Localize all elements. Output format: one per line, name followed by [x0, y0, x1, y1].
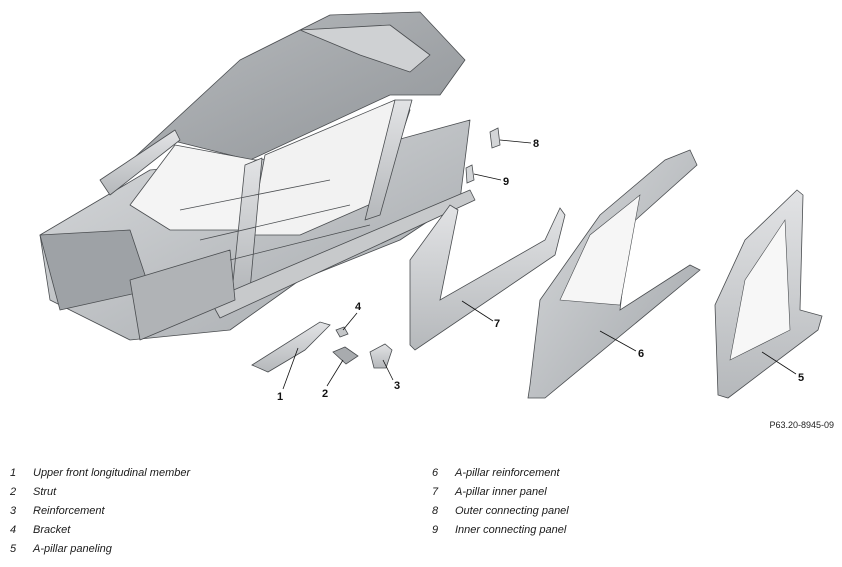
- part-bracket: [335, 326, 349, 338]
- legend-label: Outer connecting panel: [455, 505, 569, 517]
- legend-number: 7: [432, 486, 439, 498]
- c-pillar: [364, 99, 413, 221]
- legend-number: 2: [10, 486, 17, 498]
- legend-item: 7 A-pillar inner panel: [432, 483, 832, 502]
- callout-8: 8: [533, 138, 539, 150]
- a-pillar: [99, 129, 181, 196]
- part-reinforcement: [369, 343, 393, 369]
- legend-number: 3: [10, 505, 17, 517]
- legend-label: A-pillar inner panel: [455, 486, 547, 498]
- legend-number: 9: [432, 524, 439, 536]
- legend-item: 3 Reinforcement: [10, 502, 410, 521]
- legend-number: 5: [10, 543, 17, 555]
- legend-label: Strut: [33, 486, 57, 498]
- legend-item: 8 Outer connecting panel: [432, 502, 832, 521]
- part-inner-connecting-panel: [465, 164, 475, 184]
- legend-item: 4 Bracket: [10, 521, 410, 540]
- legend-item: 2 Strut: [10, 483, 410, 502]
- legend-label: A-pillar paneling: [33, 543, 112, 555]
- legend-number: 4: [10, 524, 17, 536]
- body-shell-illustration: 1 2 3 4 5 6 7 8 9: [39, 11, 823, 403]
- legend-item: 5 A-pillar paneling: [10, 540, 410, 559]
- part-outer-connecting-panel: [489, 127, 501, 149]
- figure-reference-code: P63.20-8945-09: [769, 420, 834, 430]
- callout-2: 2: [322, 388, 328, 400]
- part-a-pillar-inner-panel: [409, 204, 566, 351]
- legend-label: Reinforcement: [33, 505, 105, 517]
- rear-window-frame: [299, 24, 431, 73]
- legend-item: 6 A-pillar reinforcement: [432, 464, 832, 483]
- callout-9: 9: [503, 176, 509, 188]
- legend-number: 1: [10, 467, 17, 479]
- legend-right-column: 6 A-pillar reinforcement 7 A-pillar inner …: [432, 464, 832, 540]
- callout-3: 3: [394, 380, 400, 392]
- legend-item: 1 Upper front longitudinal member: [10, 464, 410, 483]
- legend-label: A-pillar reinforcement: [455, 467, 560, 479]
- part-strut: [332, 346, 359, 365]
- legend-label: Upper front longitudinal member: [33, 467, 191, 479]
- legend-number: 6: [432, 467, 439, 479]
- side-sill: [209, 189, 476, 319]
- side-window-front: [129, 144, 256, 231]
- callout-6: 6: [638, 348, 644, 360]
- legend-number: 8: [432, 505, 439, 517]
- leader-lines: [282, 139, 797, 390]
- callout-1: 1: [277, 391, 283, 403]
- callout-7: 7: [494, 318, 500, 330]
- legend-item: 9 Inner connecting panel: [432, 521, 832, 540]
- callout-5: 5: [798, 372, 804, 384]
- part-upper-front-longitudinal-member: [251, 321, 331, 373]
- callout-4: 4: [355, 301, 362, 313]
- legend-label: Inner connecting panel: [455, 524, 567, 536]
- legend-label: Bracket: [33, 524, 71, 536]
- front-longitudinal: [129, 249, 236, 341]
- car-body-shell: [39, 11, 476, 341]
